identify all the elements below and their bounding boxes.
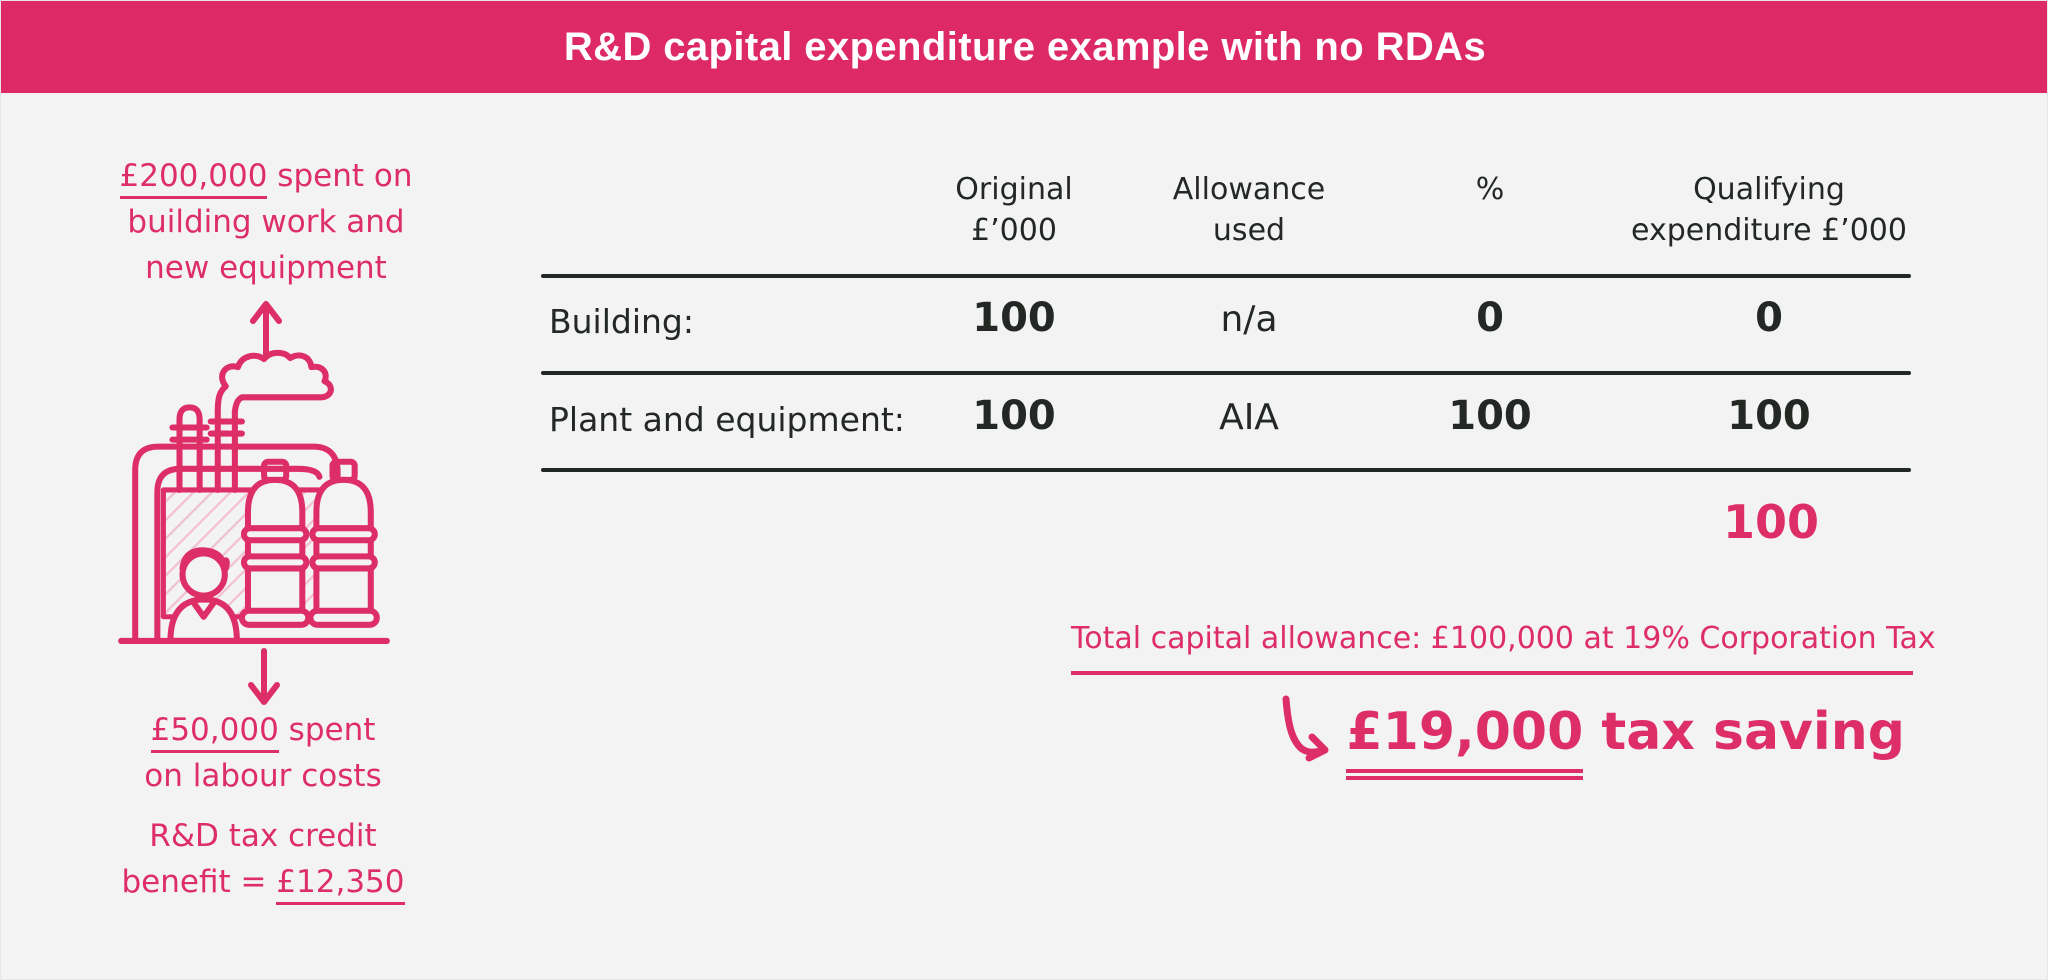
col-header-qualifying: Qualifying expenditure £’000 [1631, 172, 1907, 248]
building-spend-line1: £200,000 spent on [36, 153, 496, 199]
labour-spend-amount: £50,000 [150, 712, 279, 753]
tax-credit-amount: £12,350 [276, 864, 405, 905]
row-label: Plant and equipment: [549, 400, 905, 439]
col-header-percent: % [1475, 172, 1505, 207]
cell-qualifying: 0 [1755, 295, 1783, 341]
row-label: Building: [549, 302, 694, 341]
building-spend-amount: £200,000 [119, 158, 268, 199]
col-header-allowance: Allowance used [1172, 172, 1326, 248]
tax-saving-note: £19,000 tax saving [1278, 693, 1905, 780]
tax-saving-amount: £19,000 [1346, 702, 1584, 780]
worker-figure [167, 596, 240, 644]
return-arrow-icon [1282, 695, 1329, 762]
table-rule-bottom [541, 468, 1911, 472]
building-spend-line2: building work and [127, 204, 405, 240]
col-header-original: Original £’000 [955, 172, 1073, 248]
banner: R&D capital expenditure example with no … [1, 1, 2047, 93]
labour-spend-note: £50,000 spent on labour costs [43, 707, 483, 799]
factory-illustration [118, 349, 390, 644]
building-spend-line3: new equipment [145, 250, 387, 286]
tax-credit-line1: R&D tax credit [149, 818, 377, 854]
total-allowance-note: Total capital allowance: £100,000 at 19%… [1071, 621, 1936, 675]
cell-original: 100 [972, 295, 1056, 341]
tax-credit-note: R&D tax credit benefit = £12,350 [43, 813, 483, 905]
arrow-down-icon [248, 648, 280, 705]
cell-percent: 100 [1448, 393, 1532, 439]
tax-saving-text: £19,000 tax saving [1346, 702, 1905, 780]
tax-credit-line2: benefit = £12,350 [43, 859, 483, 905]
labour-spend-line2: on labour costs [144, 758, 382, 794]
cell-allowance: n/a [1220, 299, 1278, 340]
building-spend-note: £200,000 spent on building work and new … [36, 153, 496, 291]
arrow-up-icon [250, 301, 282, 358]
cell-qualifying: 100 [1727, 393, 1811, 439]
cell-allowance: AIA [1219, 397, 1279, 438]
cell-original: 100 [972, 393, 1056, 439]
cell-percent: 0 [1476, 295, 1504, 341]
labour-spend-line1: £50,000 spent [43, 707, 483, 753]
table-rule-middle [541, 371, 1911, 375]
page-title: R&D capital expenditure example with no … [563, 24, 1487, 69]
table-rule-top [541, 274, 1911, 278]
qualifying-total: 100 [1722, 495, 1820, 549]
